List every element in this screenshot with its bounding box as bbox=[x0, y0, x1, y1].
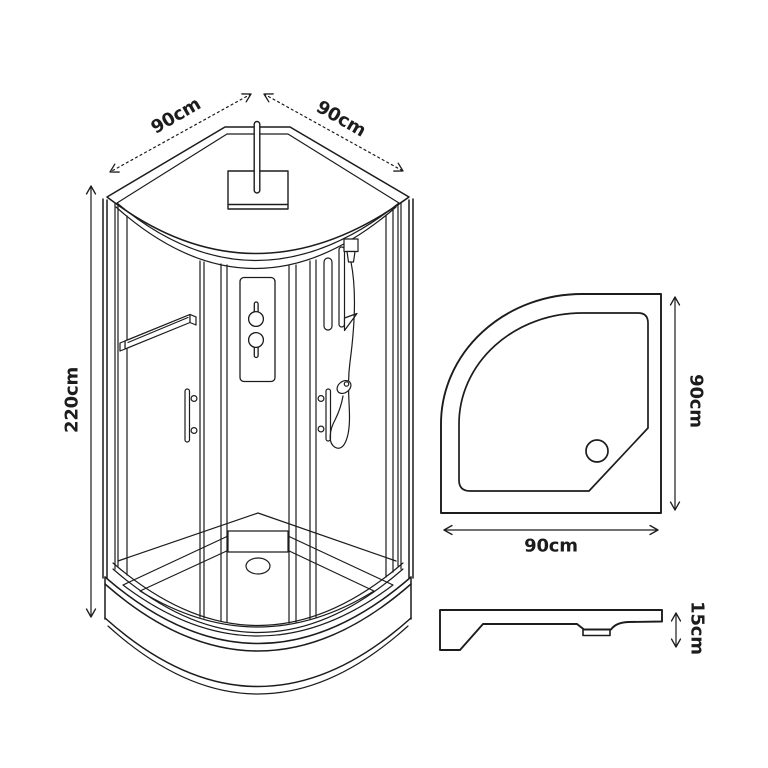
towel-rail bbox=[119, 313, 197, 352]
drain-top-view bbox=[585, 439, 609, 463]
tray-isometric bbox=[104, 530, 412, 695]
tray-side-profile bbox=[439, 609, 663, 651]
cabin-top-face bbox=[106, 126, 410, 269]
slider-rail bbox=[338, 246, 346, 328]
cabin-corner-posts bbox=[102, 198, 414, 579]
tray-top-view bbox=[440, 293, 681, 536]
dim-line-width-left bbox=[109, 93, 252, 173]
hose-bracket bbox=[343, 238, 359, 253]
mixer-knob-top bbox=[247, 310, 265, 328]
overhead-shower bbox=[227, 120, 289, 210]
shower-arm-pole bbox=[253, 120, 261, 194]
dim-label-tray-depth: 90cm bbox=[685, 374, 707, 428]
isometric-dimensions bbox=[85, 93, 404, 618]
cabin-isometric-view bbox=[102, 120, 414, 695]
door-handle-left bbox=[184, 388, 198, 443]
dim-label-cabin-height: 220cm bbox=[61, 367, 83, 433]
dim-line-width-right bbox=[263, 93, 404, 172]
tray-side-drain-fitting bbox=[582, 628, 611, 637]
dim-label-tray-width: 90cm bbox=[524, 535, 578, 557]
dim-label-tray-height: 15cm bbox=[686, 601, 708, 655]
control-panel bbox=[239, 276, 276, 383]
rail-bracket bbox=[343, 312, 358, 332]
mixer-knob-bottom bbox=[247, 331, 265, 349]
riser-bar bbox=[323, 257, 333, 331]
back-wall-bottom-edges bbox=[117, 512, 397, 562]
hose-outlet bbox=[346, 250, 356, 263]
tray-side-view bbox=[439, 609, 682, 651]
glass-door-frames bbox=[126, 209, 394, 624]
hand-shower-head bbox=[336, 379, 352, 395]
seat-step bbox=[227, 530, 289, 553]
drain-iso bbox=[245, 557, 271, 575]
tray-inner-surface bbox=[458, 312, 649, 492]
door-handle-right bbox=[317, 388, 332, 442]
shower-hose bbox=[329, 261, 355, 449]
hand-shower-assembly bbox=[323, 238, 359, 449]
tray-outer-outline bbox=[440, 293, 662, 514]
